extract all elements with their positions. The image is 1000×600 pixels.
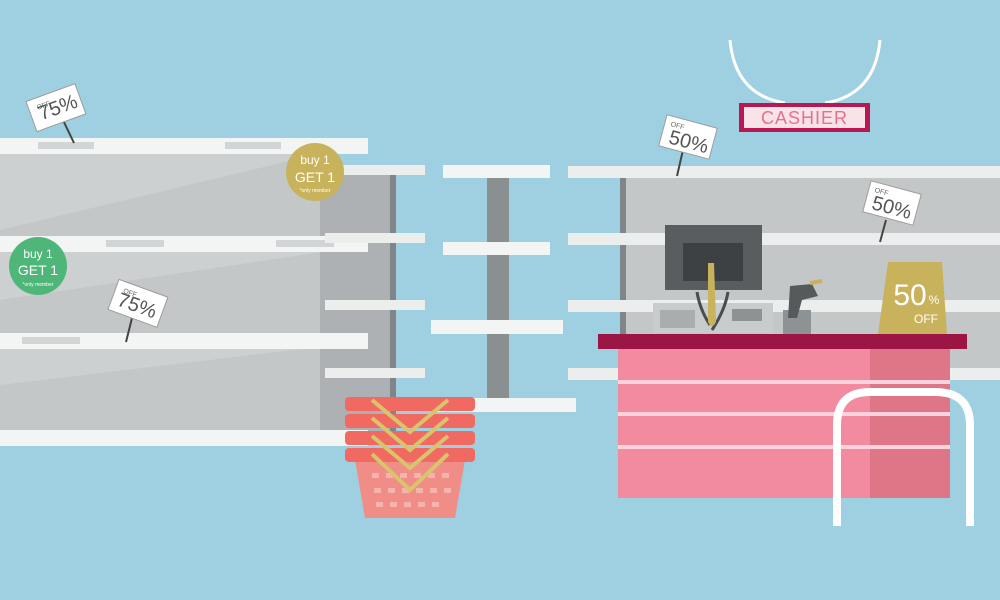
counter-promo-pct: 50: [893, 279, 926, 312]
promo-badge: buy 1 GET 1 *only member: [9, 237, 67, 295]
counter-railing: [833, 388, 974, 526]
basket-handle: [370, 434, 450, 471]
cash-register: [653, 225, 823, 334]
cashier-sign: CASHIER: [728, 39, 882, 132]
shelf-board: [0, 333, 368, 349]
rack-pole: [487, 175, 509, 400]
svg-text:*only member: *only member: [23, 282, 54, 288]
counter-promo-stand: 50 % OFF: [878, 262, 947, 334]
counter-promo-off: OFF: [914, 312, 938, 326]
svg-text:*only member: *only member: [300, 188, 331, 194]
svg-text:OFF: OFF: [874, 187, 889, 197]
basket-handle: [370, 452, 450, 493]
svg-text:OFF: OFF: [670, 121, 685, 131]
basket-handle: [370, 398, 450, 435]
svg-text:buy 1: buy 1: [23, 247, 53, 261]
svg-text:buy 1: buy 1: [300, 153, 330, 167]
checkout-counter: [598, 334, 974, 526]
svg-text:OFF: OFF: [122, 288, 138, 299]
counter-top: [598, 334, 967, 349]
svg-text:GET 1: GET 1: [18, 262, 58, 278]
promo-badge: buy 1 GET 1 *only member: [286, 143, 344, 201]
shelf-board: [568, 166, 1000, 178]
svg-text:%: %: [929, 293, 940, 307]
price-tag: OFF 75%: [25, 83, 87, 144]
cashier-sign-label: CASHIER: [761, 108, 848, 128]
barcode-scanner: [788, 284, 818, 318]
svg-text:OFF: OFF: [36, 101, 52, 112]
shopping-basket-stack: [345, 397, 475, 518]
basket: [345, 414, 475, 428]
price-tag: OFF 50%: [862, 180, 922, 243]
shelf-board: [0, 430, 368, 446]
svg-text:GET 1: GET 1: [295, 169, 335, 185]
basket-handle: [370, 416, 450, 453]
basket: [345, 397, 475, 411]
shelf-board: [568, 233, 1000, 245]
